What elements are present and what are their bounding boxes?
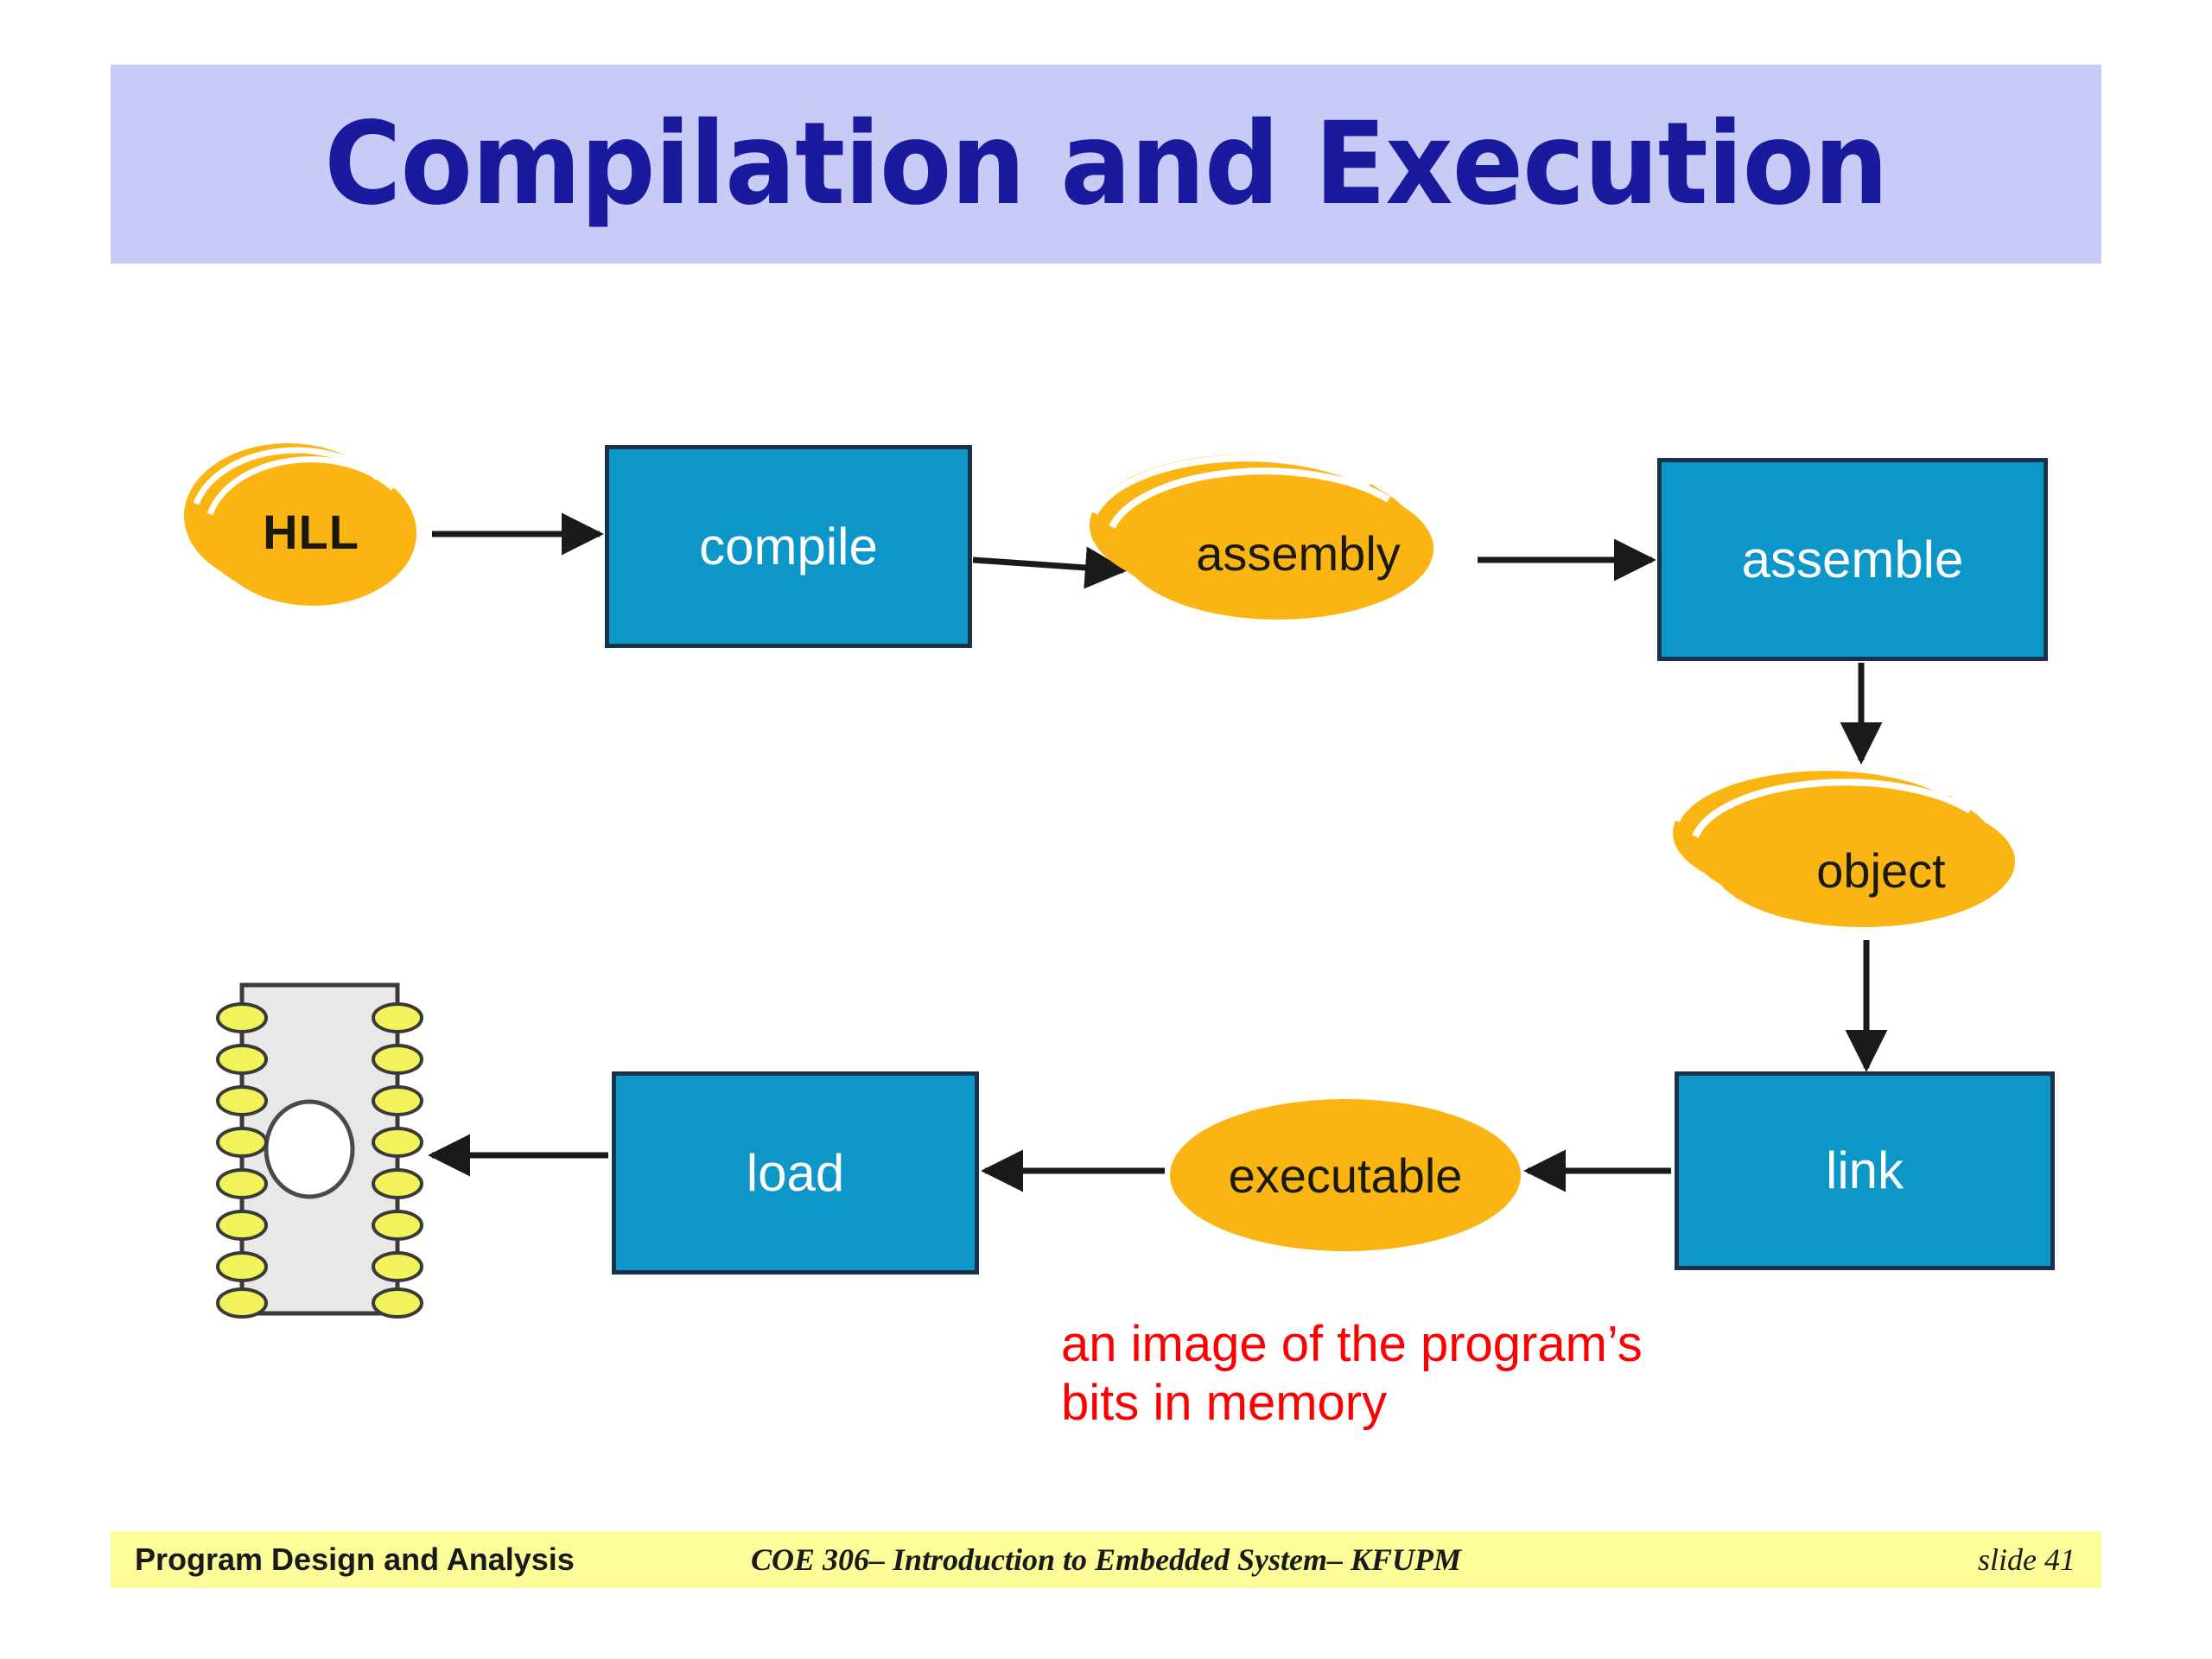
footer-course-info: COE 306– Introduction to Embedded System… <box>750 1542 1462 1577</box>
stacked-ellipse-shape <box>1090 454 1433 620</box>
footer-slide-number: slide 41 <box>1978 1542 2075 1577</box>
footer-course-topic: Program Design and Analysis <box>135 1541 575 1577</box>
memory-image-annotation: an image of the program’s bits in memory <box>1061 1315 1735 1433</box>
annotation-line-2: bits in memory <box>1061 1375 1388 1432</box>
process-box-load[interactable]: load <box>612 1071 979 1274</box>
page-title: Compilation and Execution <box>324 98 1888 231</box>
process-box-label: compile <box>699 517 878 575</box>
arrow-compile-to-assembly <box>972 546 1128 589</box>
process-box-label: load <box>746 1143 845 1202</box>
stacked-ellipse-shape <box>1673 764 2015 927</box>
dip-chip-icon <box>216 976 423 1322</box>
process-box-label: assemble <box>1741 530 1964 588</box>
title-banner: Compilation and Execution <box>111 65 2101 264</box>
stacked-ellipse-shape <box>184 443 416 606</box>
data-node-object: object <box>1668 760 2056 938</box>
process-box-link[interactable]: link <box>1675 1071 2055 1270</box>
process-box-assemble[interactable]: assemble <box>1657 458 2048 661</box>
slide-footer: Program Design and Analysis COE 306– Int… <box>111 1531 2101 1588</box>
data-node-assembly: assembly <box>1084 449 1478 626</box>
data-node-executable: executable <box>1168 1097 1522 1253</box>
ellipse-shape <box>1170 1099 1521 1251</box>
process-box-label: link <box>1825 1141 1904 1199</box>
data-node-hll: HLL <box>177 436 428 609</box>
process-box-compile[interactable]: compile <box>605 445 972 648</box>
annotation-line-1: an image of the program’s <box>1061 1316 1643 1372</box>
chip-shape <box>216 982 423 1319</box>
